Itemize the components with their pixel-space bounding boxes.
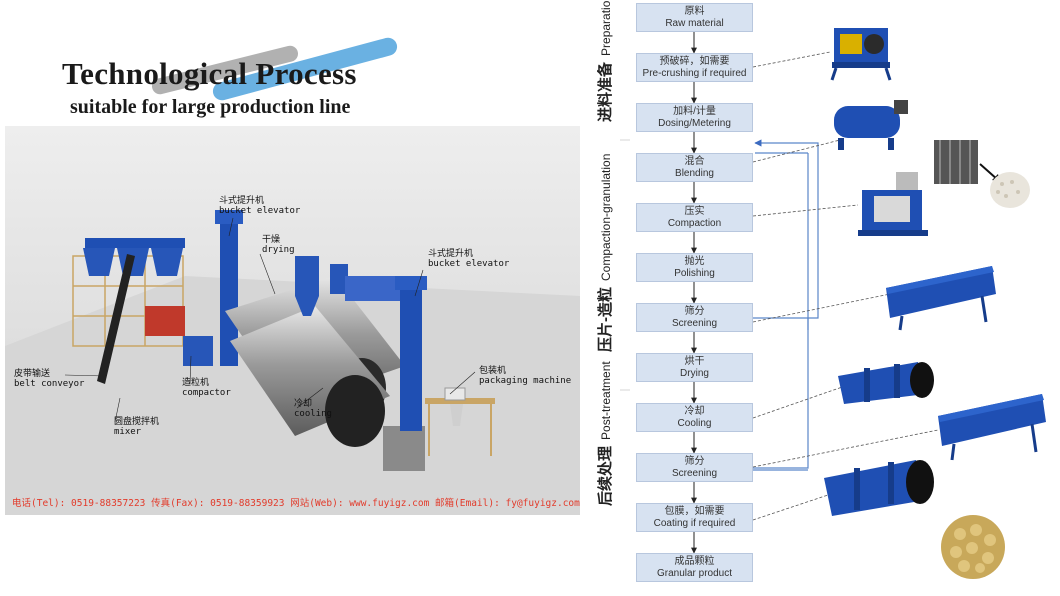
plant-illustration: 斗式提升机 bucket elevator 干燥 drying 斗式提升机 bu… (5, 126, 580, 515)
compactor-image (858, 172, 928, 236)
cooling-drum (230, 306, 390, 447)
bucket-elevator-2-shape (400, 281, 422, 431)
granular-product-photo (941, 515, 1005, 579)
dryer-drum-image (838, 362, 934, 404)
mixer-image (834, 100, 908, 150)
callout-cooling: 冷却 cooling (294, 399, 332, 419)
polishing-screen-image (886, 266, 996, 331)
recycle-lines (753, 139, 819, 471)
flake-photo (934, 140, 978, 184)
image-leaders (752, 51, 939, 521)
belt-conveyor-shape (97, 254, 135, 384)
callout-leaders (64, 217, 476, 423)
white-granules-photo (990, 172, 1030, 208)
screening-machine-image (938, 394, 1046, 461)
page-title: Technological Process (62, 56, 357, 91)
stage-label-feed: 进料准备Preparation of feed (597, 0, 614, 122)
compactor-shape (183, 336, 213, 366)
pit (383, 426, 425, 471)
stage-label-compaction: 压片-造粒Compaction-granulation (597, 153, 614, 352)
callout-drying: 干燥 drying (262, 235, 295, 255)
crusher-image (830, 28, 892, 81)
callout-bucket-elevator-1: 斗式提升机 bucket elevator (219, 196, 301, 216)
bucket-elevator-1-shape (220, 216, 238, 366)
coating-drum-image (824, 460, 934, 516)
callout-mixer: 圆盘搅拌机 mixer (114, 417, 160, 437)
packaging-machine-shape (425, 387, 495, 456)
callout-packaging-machine: 包装机 packaging machine (479, 366, 572, 386)
callout-belt-conveyor: 皮带输送 belt conveyor (14, 369, 85, 389)
plant-drawing (5, 126, 580, 515)
flow-connectors (620, 29, 939, 554)
callout-compactor: 造粒机 compactor (182, 378, 231, 398)
dust-collectors (295, 256, 405, 316)
stage-label-post: 后续处理Post-treatment (597, 361, 614, 506)
mixer-shape (145, 306, 185, 336)
contact-info: 电话(Tel): 0519-88357223 传真(Fax): 0519-883… (12, 498, 580, 509)
stage-separators (620, 139, 630, 391)
callout-bucket-elevator-2: 斗式提升机 bucket elevator (428, 249, 510, 269)
page-subtitle: suitable for large production line (70, 96, 351, 118)
